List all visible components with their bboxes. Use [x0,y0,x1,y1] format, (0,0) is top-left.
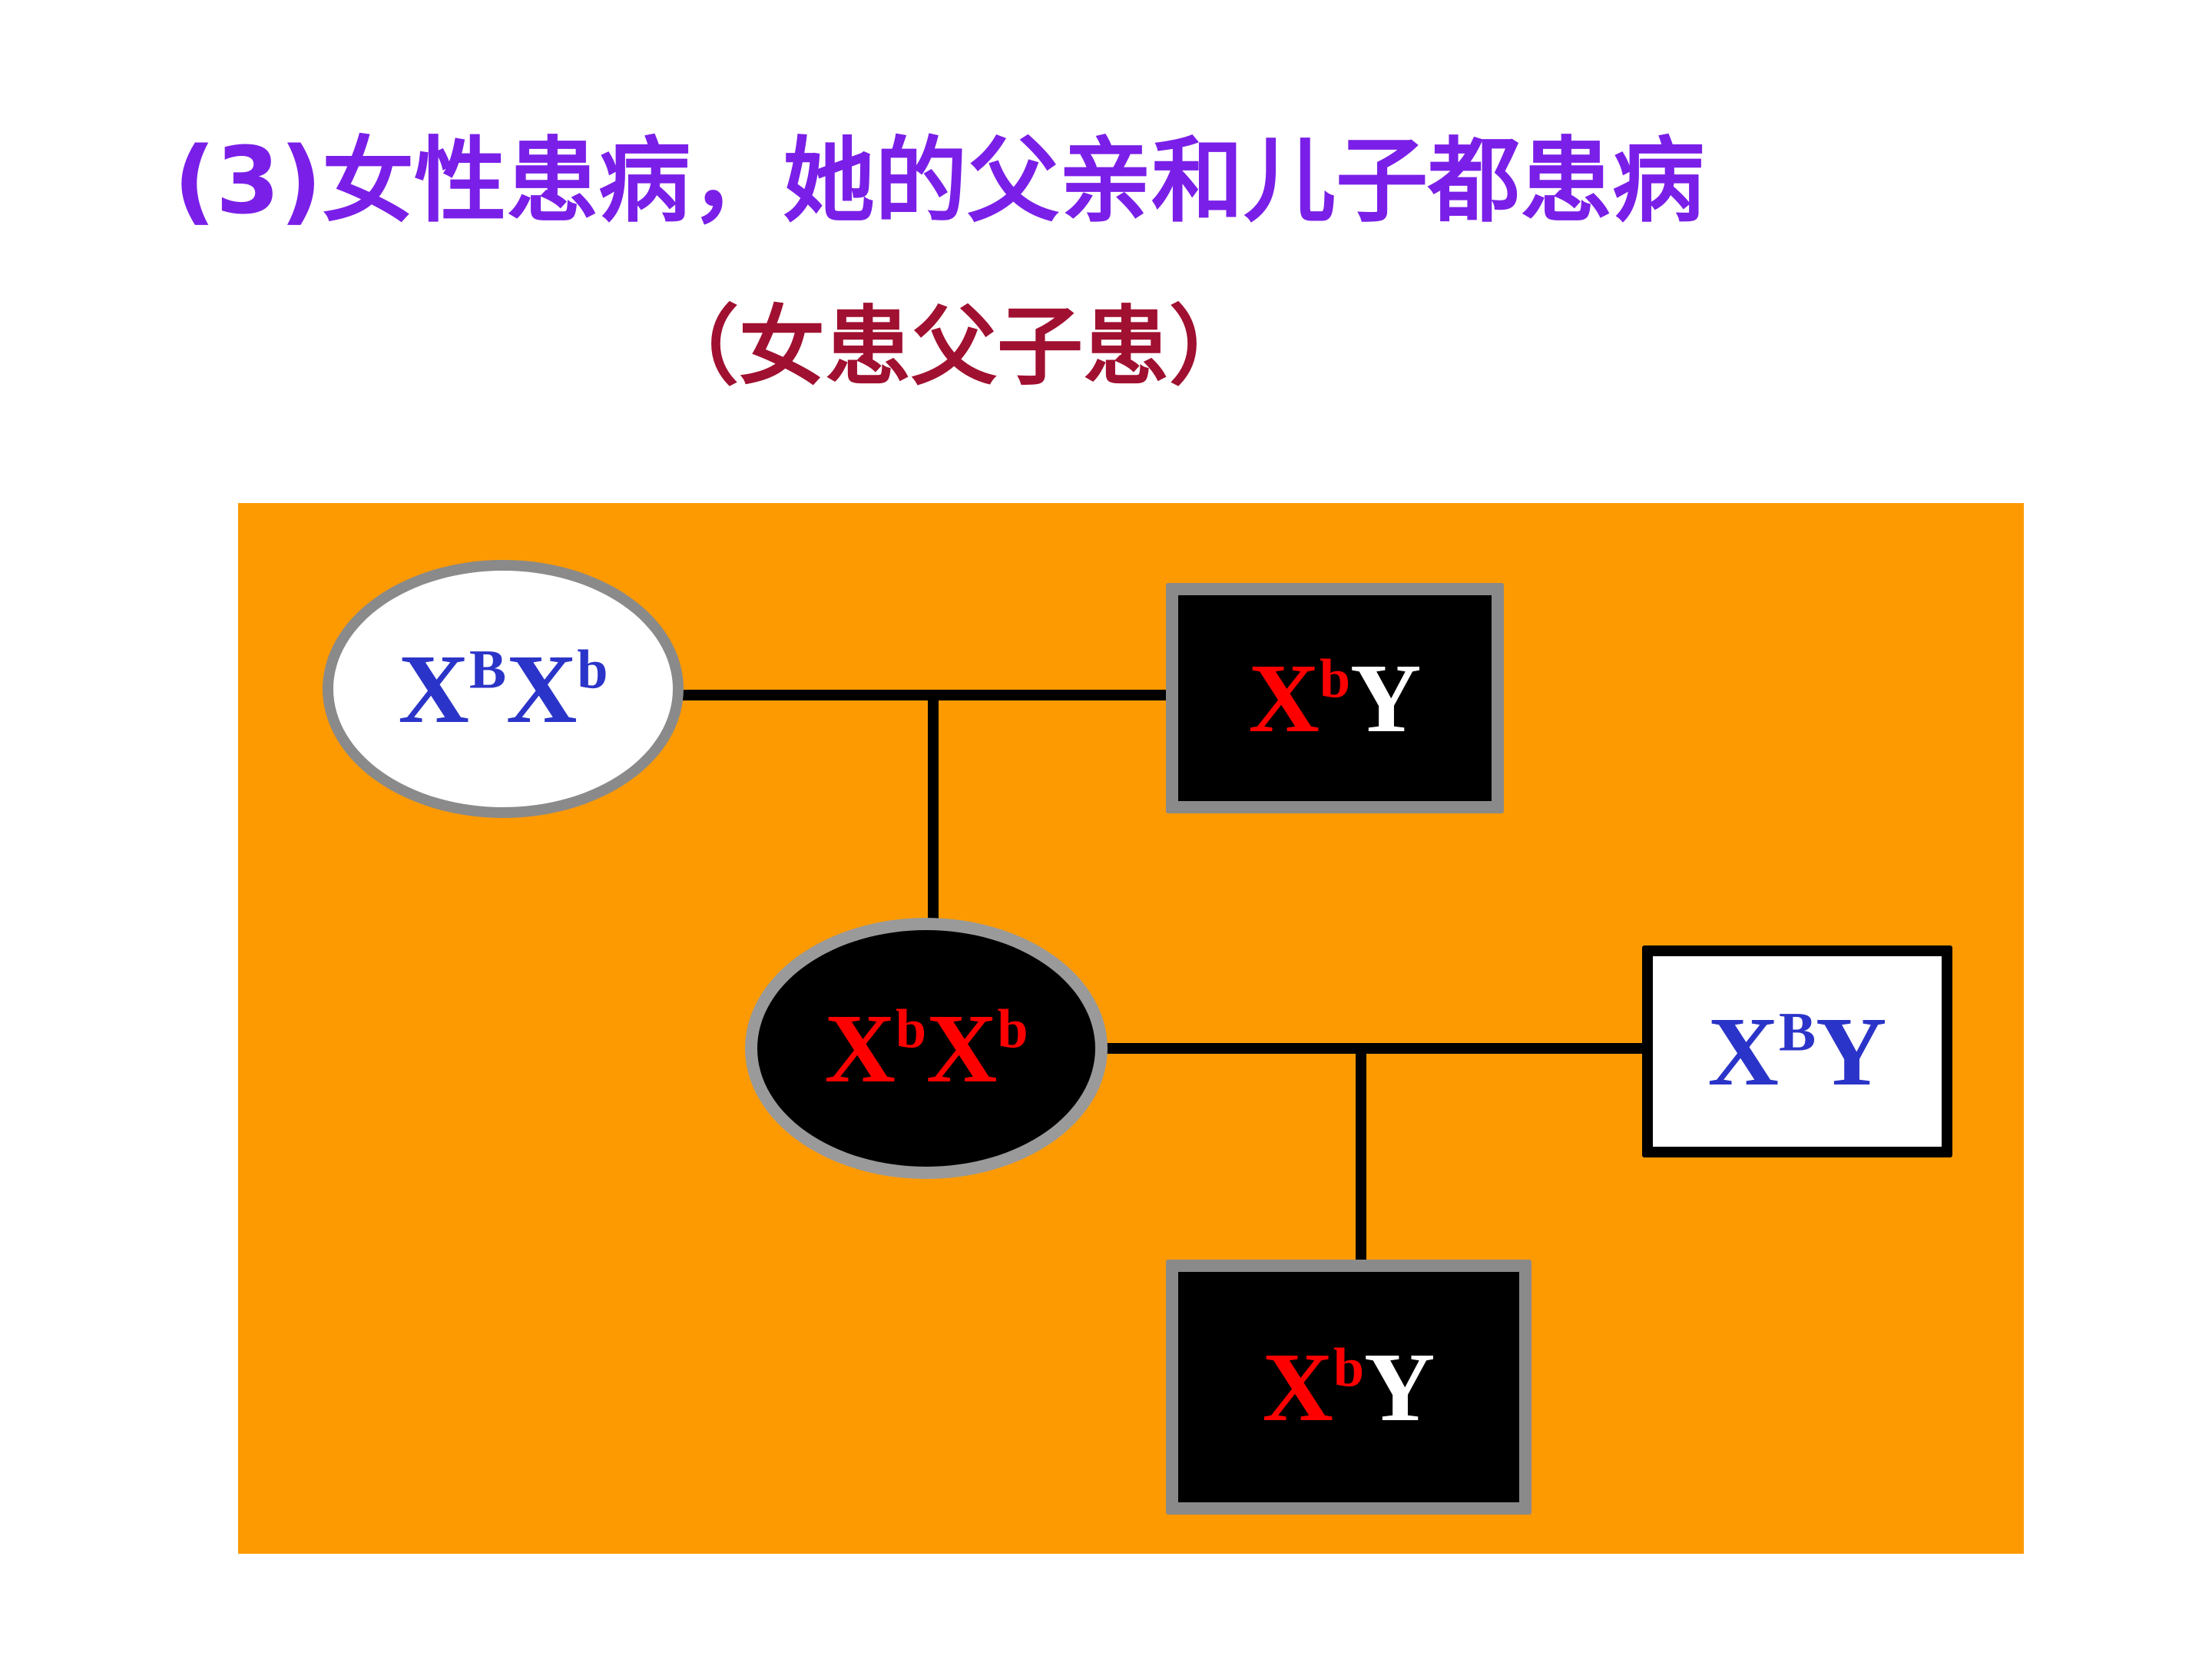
allele-sup-father-0: b [1319,647,1351,710]
pedigree-panel: XBXb XbY XbXb XBY XbY [238,503,2024,1554]
allele-husband-1: Y [1816,997,1887,1106]
allele-sup-husband-0: B [1778,1001,1816,1063]
allele-father-1: Y [1350,644,1422,753]
allele-son-0: Xb [1262,1333,1365,1442]
grandmother-genotype: XBXb [333,640,673,738]
proband-node: XbXb [745,918,1108,1179]
husband-node: XBY [1642,945,1952,1157]
allele-father-0: Xb [1248,644,1351,753]
grandmother-node: XBXb [323,560,684,818]
proband-genotype: XbXb [757,999,1095,1098]
slide-subtitle: （女患父子患） [653,297,1255,397]
allele-husband-0: XB [1707,997,1816,1106]
father-node: XbY [1166,583,1504,813]
son-genotype: XbY [1178,1338,1519,1436]
father-genotype: XbY [1178,649,1492,747]
son-node: XbY [1166,1260,1532,1515]
allele-grandmother-0: XB [398,634,506,743]
allele-sup-grandmother-1: b [577,638,608,700]
allele-son-1: Y [1364,1333,1435,1442]
allele-sup-grandmother-0: B [469,638,506,700]
pedigree-lines [671,690,1649,1277]
allele-sup-son-0: b [1333,1336,1365,1399]
allele-proband-0: Xb [824,994,926,1103]
allele-sup-proband-0: b [895,998,926,1060]
allele-sup-proband-1: b [997,998,1028,1060]
slide-title: (3)女性患病，她的父亲和儿子都患病 [174,128,1705,235]
allele-proband-1: Xb [926,994,1028,1103]
husband-genotype: XBY [1653,1002,1942,1101]
allele-grandmother-1: Xb [505,634,608,743]
